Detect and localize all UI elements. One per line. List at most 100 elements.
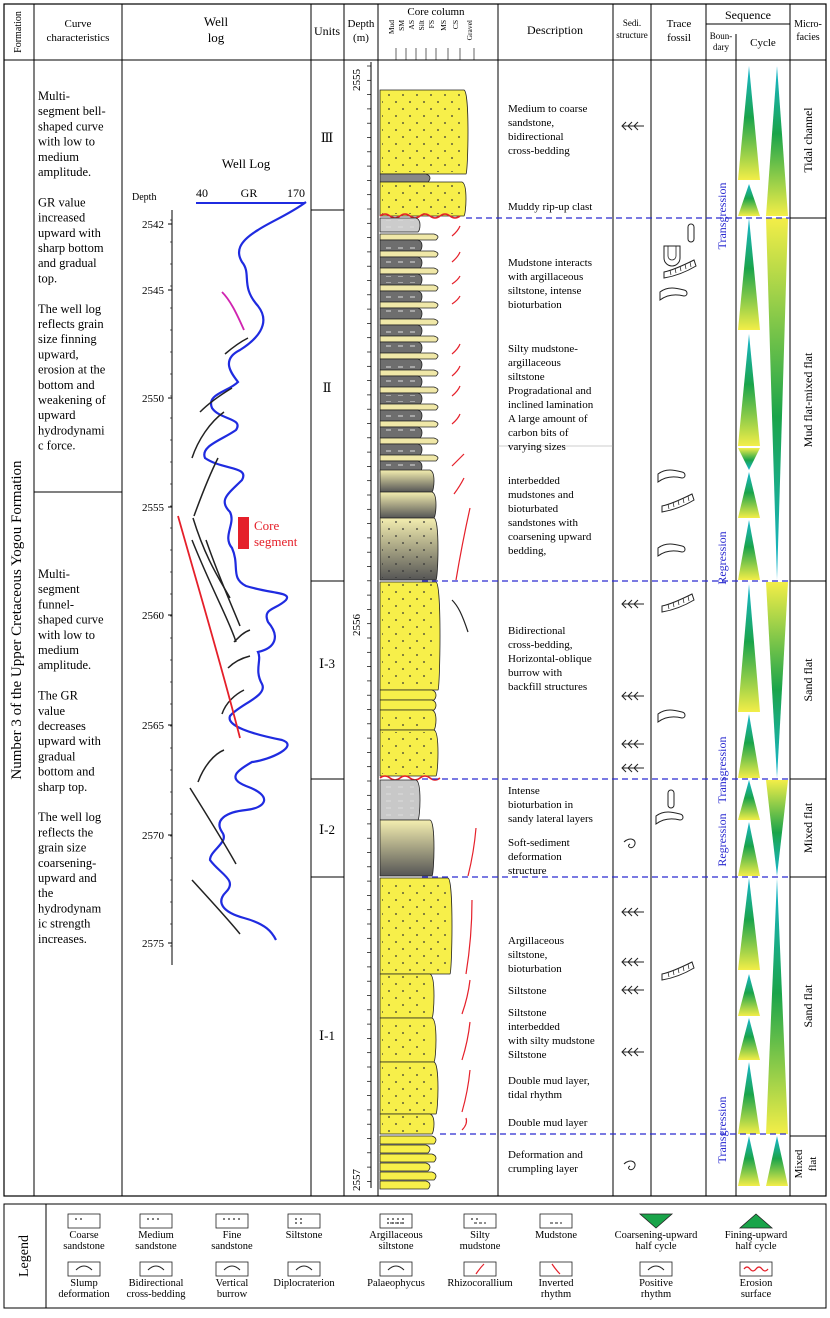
palaeophycus-symbol	[659, 287, 688, 301]
legend-label: Argillaceous	[369, 1230, 422, 1241]
curve-characteristics-lower: The well log	[38, 810, 102, 824]
boundary-label: Transgression	[715, 1097, 729, 1164]
core-segment-bar	[238, 517, 249, 549]
cross-bedding-symbol	[633, 985, 639, 995]
bed-interbedded	[379, 491, 437, 519]
cycle-half-triangle	[738, 780, 760, 820]
rhythm-mark	[233, 629, 251, 643]
cross-bedding-symbol	[633, 739, 639, 749]
legend-item: Diplocraterion	[273, 1261, 335, 1289]
palaeophycus-symbol	[655, 811, 684, 825]
legend-mark	[387, 1265, 405, 1271]
bed-mudstone-pattern	[382, 310, 416, 317]
curve-characteristics-lower: decreases	[38, 719, 86, 733]
cycle-half-triangle	[738, 974, 760, 1016]
curve-characteristics-lower: shaped curve	[38, 613, 104, 627]
bed-thin-siltstone	[379, 420, 439, 428]
legend-mark	[147, 1265, 165, 1271]
rhizocorallium-symbol	[687, 595, 690, 602]
legend-label: rhythm	[541, 1289, 571, 1300]
inverted-rhythm	[465, 899, 473, 975]
legend-dot	[75, 1218, 77, 1220]
header-trace: Trace	[667, 18, 692, 30]
cross-bedding-symbol	[621, 907, 627, 917]
depth-tick-label: 2542	[142, 219, 164, 231]
legend-label: Inverted	[539, 1278, 575, 1289]
core-depth-label: 2556	[351, 614, 363, 637]
legend-swatch	[638, 1213, 674, 1229]
description-text: Mudstone interacts	[508, 257, 592, 269]
curve-characteristics-lower: upward and	[38, 871, 97, 885]
gr-min: 40	[196, 186, 208, 200]
bed-mudstone-pattern	[382, 327, 416, 334]
description-text: bioturbated	[508, 503, 559, 515]
core-segment-label: segment	[254, 534, 298, 549]
cross-bedding-symbol	[627, 121, 633, 131]
bed-thin-siltstone	[379, 403, 439, 411]
rhythm-mark	[189, 787, 237, 865]
positive-rhythm-mark	[221, 291, 245, 331]
legend-mark	[475, 1263, 485, 1275]
bed-siltstone-pattern	[382, 976, 428, 1016]
header-microfacies: Micro-	[794, 19, 822, 30]
rhizocorallium-symbol	[682, 597, 685, 604]
rhythm-mark	[227, 655, 251, 669]
cycle-half-triangle	[738, 448, 760, 470]
legend-dot	[157, 1218, 159, 1220]
cycle-half-triangle	[738, 472, 760, 518]
bed-sand-thin-pattern	[382, 712, 430, 728]
legend-frame	[3, 1203, 827, 1309]
inverted-rhythm	[451, 365, 461, 377]
header-grain-size: Gravel	[465, 20, 474, 40]
description-text: inclined lamination	[508, 399, 594, 411]
description-text: Muddy rip-up clast	[508, 201, 592, 213]
curve-characteristics-upper: c force.	[38, 439, 75, 453]
cycle-long-triangle	[766, 1136, 788, 1186]
bed-thin-siltstone	[379, 318, 439, 326]
legend-label: Diplocraterion	[273, 1278, 335, 1289]
legend-dot	[238, 1218, 240, 1220]
inverted-rhythm	[451, 413, 461, 425]
header-formation: Formation	[13, 11, 24, 53]
header-welllog: Well	[204, 14, 229, 29]
legend-label: Coarse	[69, 1230, 98, 1241]
bed-double-mud-pattern	[382, 1064, 432, 1112]
bed-thin-siltstone	[379, 233, 439, 241]
cycle-half-triangle	[738, 334, 760, 446]
cross-bedding-symbol	[633, 121, 639, 131]
legend-dot	[300, 1222, 302, 1224]
legend-label: sandstone	[63, 1241, 105, 1252]
cross-bedding-symbol	[621, 763, 627, 773]
description-text: backfill structures	[508, 681, 587, 693]
bed-crumpled	[379, 1153, 437, 1163]
legend-swatch	[463, 1213, 497, 1229]
cycle-half-triangle	[738, 822, 760, 876]
bed-crumpled	[379, 1171, 437, 1181]
cross-bedding-symbol	[627, 599, 633, 609]
depth-tick-label: 2565	[142, 720, 165, 732]
legend-dot	[223, 1218, 225, 1220]
rhizocorallium-symbol	[687, 963, 690, 970]
bed-muddy-clast-pattern	[382, 184, 460, 214]
rhizocorallium-symbol	[674, 267, 677, 274]
curve-characteristics-upper: Multi-	[38, 89, 70, 103]
header-sedi: structure	[616, 30, 648, 40]
curve-characteristics-upper: and gradual	[38, 256, 97, 270]
legend-label: Bidirectional	[129, 1278, 184, 1289]
description-text: crumpling layer	[508, 1163, 578, 1175]
legend-dot	[387, 1222, 389, 1224]
legend-swatch	[738, 1213, 774, 1229]
curve-characteristics-upper: GR value	[38, 195, 86, 209]
legend-item: Palaeophycus	[367, 1261, 425, 1289]
bed-interbedded	[379, 469, 435, 493]
curve-characteristics-lower: ic strength	[38, 917, 91, 931]
depth-tick-label: 2560	[142, 610, 165, 622]
legend-label: Siltstone	[286, 1230, 323, 1241]
description-text: bioturbation in	[508, 799, 574, 811]
legend-mark	[75, 1265, 93, 1271]
bed-medium-sandstone-pattern	[382, 92, 462, 172]
legend-swatch	[139, 1261, 173, 1277]
cross-bedding-symbol	[627, 763, 633, 773]
